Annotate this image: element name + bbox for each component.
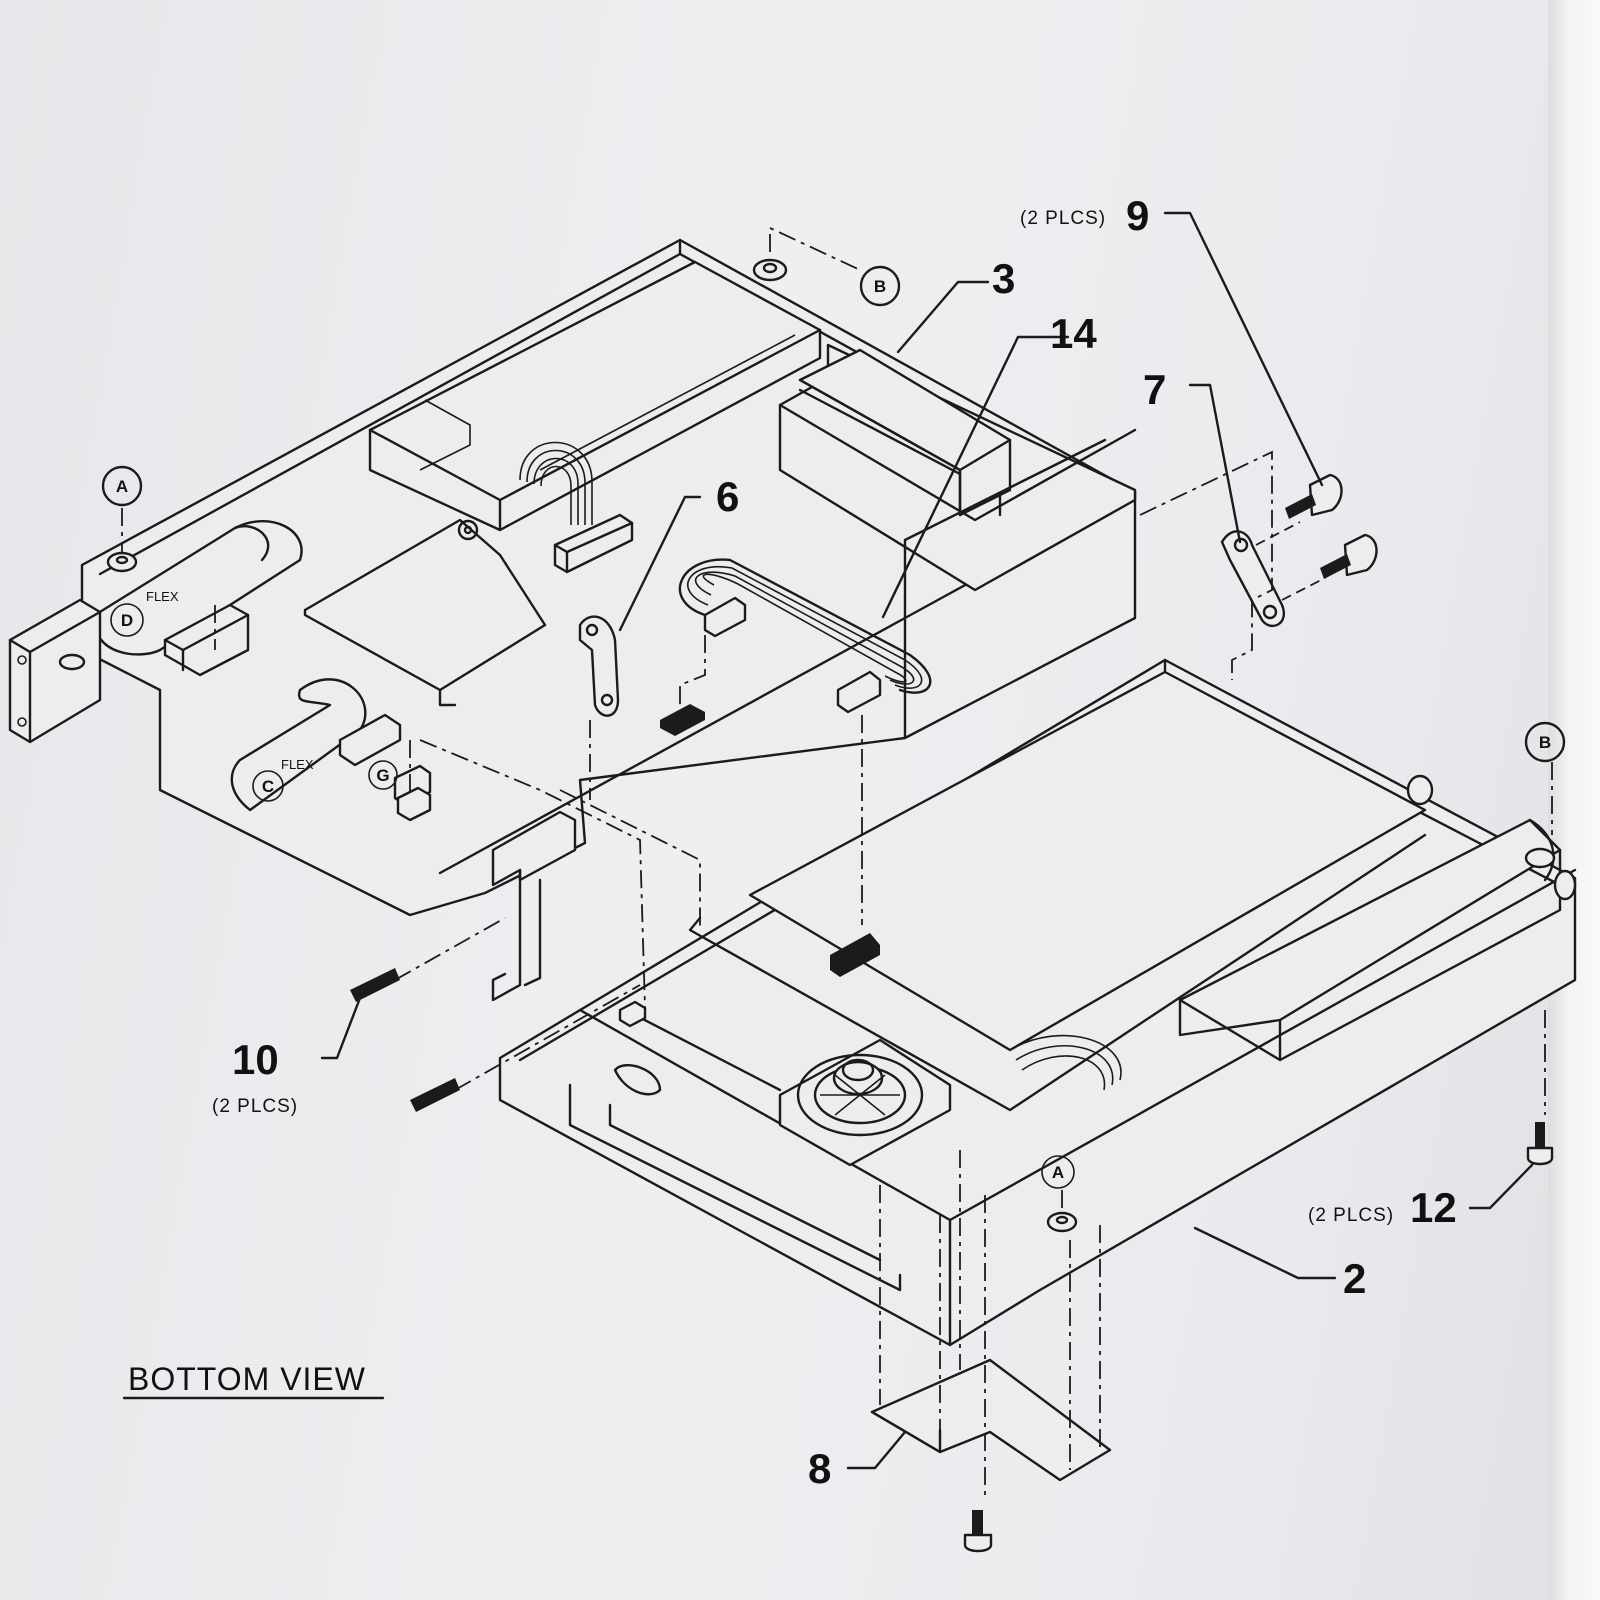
callout-12: 12 [1410,1184,1457,1231]
screw-bottom [963,1510,993,1553]
reference-marker-b-upper: B [859,265,901,307]
callout-14: 14 [1050,310,1097,357]
callout-6: 6 [716,473,739,520]
svg-text:A: A [116,477,128,496]
reference-marker-b-lower: B [1524,721,1566,763]
battery-pack-lower [1178,774,1577,1062]
callout-2: 2 [1343,1255,1366,1302]
flex-cable-d [93,519,303,677]
screws-part-9 [1285,473,1378,579]
svg-text:A: A [1052,1163,1064,1182]
callout-leaders [320,211,1534,1470]
reference-marker-c: C [252,770,284,802]
ribbon-cable-part-14 [660,558,932,736]
svg-text:C: C [262,777,274,796]
circuit-board-upper [303,518,547,707]
callout-12-qty: (2 PLCS) [1308,1205,1394,1226]
flex-label-lower: FLEX [281,757,314,772]
callout-9: 9 [1126,192,1149,239]
svg-text:D: D [121,611,133,630]
reference-marker-a-lower: A [1041,1155,1075,1189]
svg-text:B: B [874,277,886,296]
svg-text:B: B [1539,733,1551,752]
ribbon-cable-upper [519,441,634,574]
svg-text:G: G [376,766,389,785]
view-title: BOTTOM VIEW [128,1361,366,1397]
reference-marker-g: G [368,760,398,790]
paper-edge [1548,0,1600,1600]
callout-8: 8 [808,1445,831,1492]
bracket-part-6 [578,615,620,717]
assembly-centerlines [121,226,1553,1500]
callout-10: 10 [232,1036,279,1083]
cooling-fan [778,1038,952,1167]
lower-tray-assembly [498,658,1577,1347]
callout-10-qty: (2 PLCS) [212,1096,298,1117]
reference-marker-d: D [110,603,144,637]
left-mounting-flange [8,598,102,744]
flex-label-upper: FLEX [146,589,179,604]
plate-part-7 [1220,530,1285,627]
callout-3: 3 [992,255,1015,302]
screws-part-10 [350,968,460,1112]
upper-housing-assembly [8,238,1137,1002]
reference-marker-a-upper: A [101,465,143,507]
callout-9-qty: (2 PLCS) [1020,208,1106,229]
screw-part-12 [1526,1122,1554,1166]
callout-7: 7 [1143,366,1166,413]
plate-part-8 [870,1358,1112,1482]
